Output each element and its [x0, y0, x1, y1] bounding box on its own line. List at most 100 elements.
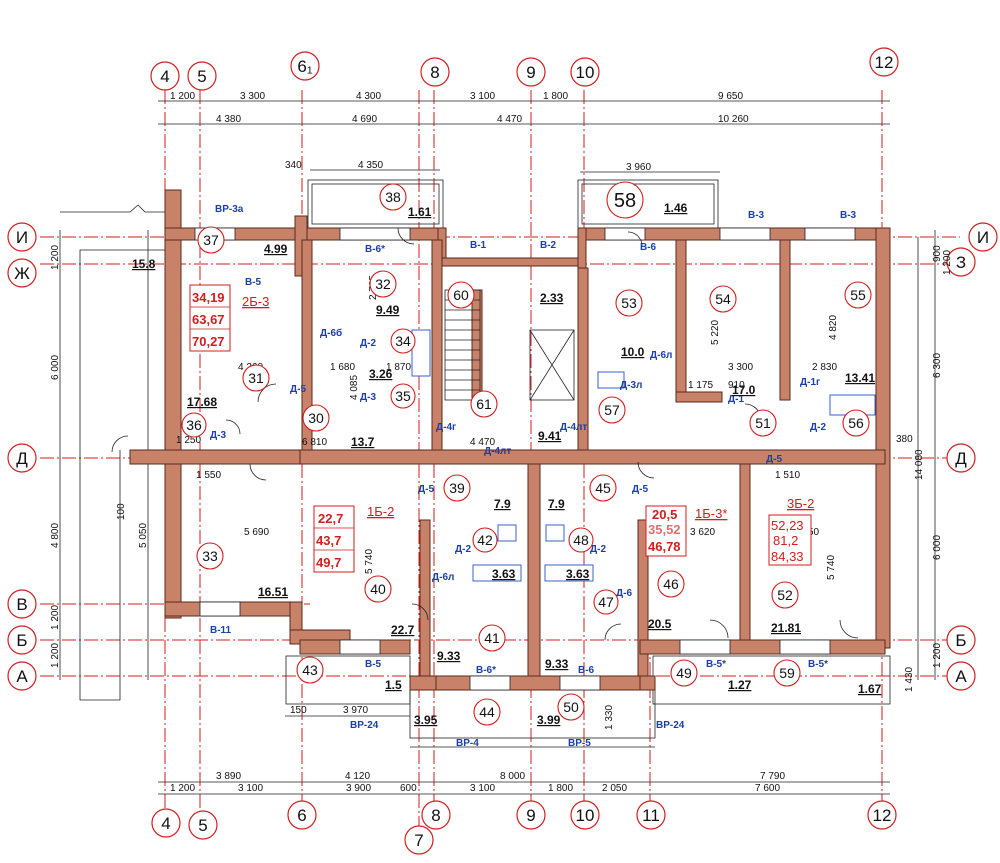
svg-text:4 120: 4 120 [345, 771, 370, 782]
apartment-3b2: 52,23 81,2 84,33 3Б-2 [768, 496, 814, 566]
svg-text:9 650: 9 650 [718, 91, 743, 102]
svg-text:Д-5: Д-5 [290, 384, 306, 395]
svg-text:4 350: 4 350 [358, 160, 383, 171]
svg-text:45: 45 [595, 480, 611, 496]
svg-text:ВР-5: ВР-5 [568, 738, 591, 749]
svg-text:6₁: 6₁ [297, 57, 312, 76]
svg-text:3.26: 3.26 [369, 367, 393, 381]
svg-text:9: 9 [526, 63, 535, 82]
svg-text:21.81: 21.81 [771, 621, 801, 635]
svg-text:В-3: В-3 [748, 210, 765, 221]
svg-text:9: 9 [526, 806, 535, 825]
svg-text:1.27: 1.27 [728, 678, 752, 692]
svg-text:3 900: 3 900 [346, 783, 371, 794]
svg-text:40: 40 [370, 581, 386, 597]
svg-text:10.0: 10.0 [621, 345, 645, 359]
svg-text:Д-6: Д-6 [616, 588, 632, 599]
apartment-2b3: 34,19 63,67 70,27 2Б-3 [189, 284, 269, 352]
svg-text:47: 47 [598, 594, 614, 610]
svg-text:42: 42 [477, 532, 493, 548]
svg-text:9.49: 9.49 [376, 303, 400, 317]
svg-text:4 085: 4 085 [349, 375, 360, 400]
room-45: 457.9 [548, 474, 617, 511]
svg-text:Д-3: Д-3 [210, 430, 226, 441]
axis-marker-right-z: З [946, 247, 976, 277]
svg-text:Д-1г: Д-1г [800, 377, 820, 388]
apartment-1b3: 20,5 35,52 46,78 1Б-3* [645, 505, 727, 557]
bathtub-icon [544, 564, 594, 582]
svg-text:9.41: 9.41 [538, 429, 562, 443]
room-44: 443.95 [414, 698, 501, 727]
dimension-texts: 1 200 3 300 4 300 3 100 1 800 9 650 4 38… [50, 91, 953, 794]
svg-text:35: 35 [395, 388, 411, 404]
svg-text:В-6*: В-6* [365, 244, 385, 255]
svg-text:8: 8 [430, 63, 439, 82]
svg-text:48: 48 [573, 532, 589, 548]
svg-text:1 330: 1 330 [604, 705, 615, 730]
room-59: 591.67 [773, 659, 882, 696]
svg-text:54: 54 [715, 291, 731, 307]
axis-marker-top-9: 9 [516, 57, 546, 87]
svg-text:14 080: 14 080 [914, 449, 925, 480]
svg-text:36: 36 [186, 417, 202, 433]
svg-text:5 740: 5 740 [826, 555, 837, 580]
svg-text:1 680: 1 680 [330, 362, 355, 373]
svg-text:3 960: 3 960 [626, 162, 651, 173]
room-55: 55 [844, 281, 872, 309]
svg-text:В-6: В-6 [578, 665, 595, 676]
svg-text:1 870: 1 870 [386, 362, 411, 373]
svg-text:Д-5: Д-5 [632, 484, 648, 495]
svg-text:3 100: 3 100 [470, 783, 495, 794]
svg-text:Д: Д [16, 449, 28, 468]
axis-marker-bottom-10: 10 [570, 800, 600, 830]
svg-text:В-3: В-3 [840, 210, 857, 221]
svg-text:1.5: 1.5 [385, 678, 402, 692]
svg-text:7.9: 7.9 [494, 497, 511, 511]
svg-text:1 200: 1 200 [932, 643, 943, 668]
svg-text:1 200: 1 200 [50, 605, 61, 630]
room-61: 619.41 [470, 390, 562, 443]
svg-text:В-5: В-5 [365, 659, 382, 670]
axis-marker-left-i: И [7, 222, 37, 252]
elevator-shaft [529, 329, 575, 401]
svg-text:В-5*: В-5* [706, 659, 726, 670]
svg-text:12: 12 [873, 806, 892, 825]
svg-text:2 830: 2 830 [812, 362, 837, 373]
svg-text:53: 53 [621, 295, 637, 311]
axis-marker-left-zh: Ж [7, 258, 37, 288]
svg-text:49: 49 [676, 665, 692, 681]
svg-text:1 800: 1 800 [543, 91, 568, 102]
svg-text:ВР-3а: ВР-3а [215, 204, 244, 215]
svg-text:А: А [16, 667, 28, 686]
svg-text:17.0: 17.0 [732, 383, 756, 397]
bathtub-icon [472, 564, 522, 582]
svg-text:1Б-2: 1Б-2 [367, 504, 394, 519]
svg-text:22,7: 22,7 [318, 511, 343, 526]
room-38: 381.61 [379, 183, 432, 219]
svg-text:1 200: 1 200 [170, 783, 195, 794]
svg-text:20.5: 20.5 [648, 617, 672, 631]
svg-text:4 470: 4 470 [470, 437, 495, 448]
svg-text:1 200: 1 200 [170, 91, 195, 102]
svg-text:43: 43 [302, 662, 318, 678]
svg-text:10: 10 [576, 806, 595, 825]
axis-marker-right-b: Б [946, 625, 976, 655]
svg-text:Ж: Ж [14, 264, 30, 283]
svg-text:3 620: 3 620 [690, 527, 715, 538]
svg-text:900: 900 [932, 245, 943, 262]
room-31: 31 [242, 364, 270, 392]
svg-text:1.67: 1.67 [858, 682, 882, 696]
svg-text:8: 8 [431, 806, 440, 825]
element-tags: ВР-3а В-5 В-6* В-1 В-2 В-6 В-3 В-3 Д-6б … [210, 204, 857, 749]
svg-text:Д-3: Д-3 [360, 392, 376, 403]
svg-text:38: 38 [385, 189, 401, 205]
axis-marker-bottom-9: 9 [516, 800, 546, 830]
svg-text:Д-2: Д-2 [455, 544, 471, 555]
axis-marker-top-12: 12 [869, 47, 899, 77]
svg-text:В-1: В-1 [470, 240, 487, 251]
svg-text:49,7: 49,7 [316, 555, 341, 570]
